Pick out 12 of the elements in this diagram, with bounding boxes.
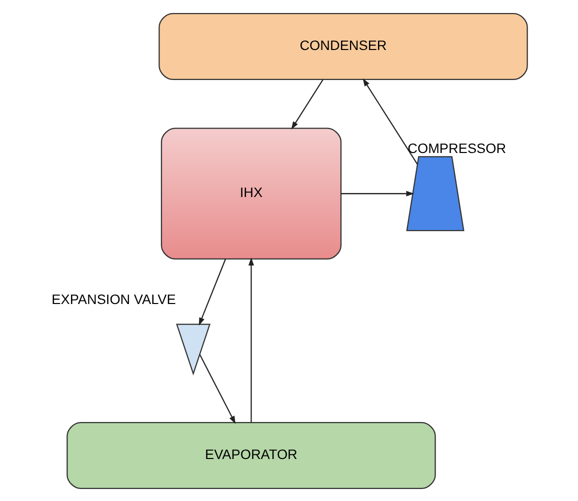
- arrow: [291, 78, 324, 130]
- node-box: EVAPORATOR: [66, 422, 436, 489]
- arrow: [362, 78, 418, 164]
- node-box: IHX: [160, 127, 342, 260]
- node-label: COMPRESSOR: [408, 140, 506, 156]
- node-label: EXPANSION VALVE: [52, 291, 176, 306]
- arrow: [199, 354, 236, 424]
- arrow: [248, 257, 254, 422]
- arrow: [341, 190, 414, 196]
- arrow: [198, 258, 226, 326]
- node-valve: [176, 323, 211, 375]
- node-box: CONDENSER: [158, 12, 528, 80]
